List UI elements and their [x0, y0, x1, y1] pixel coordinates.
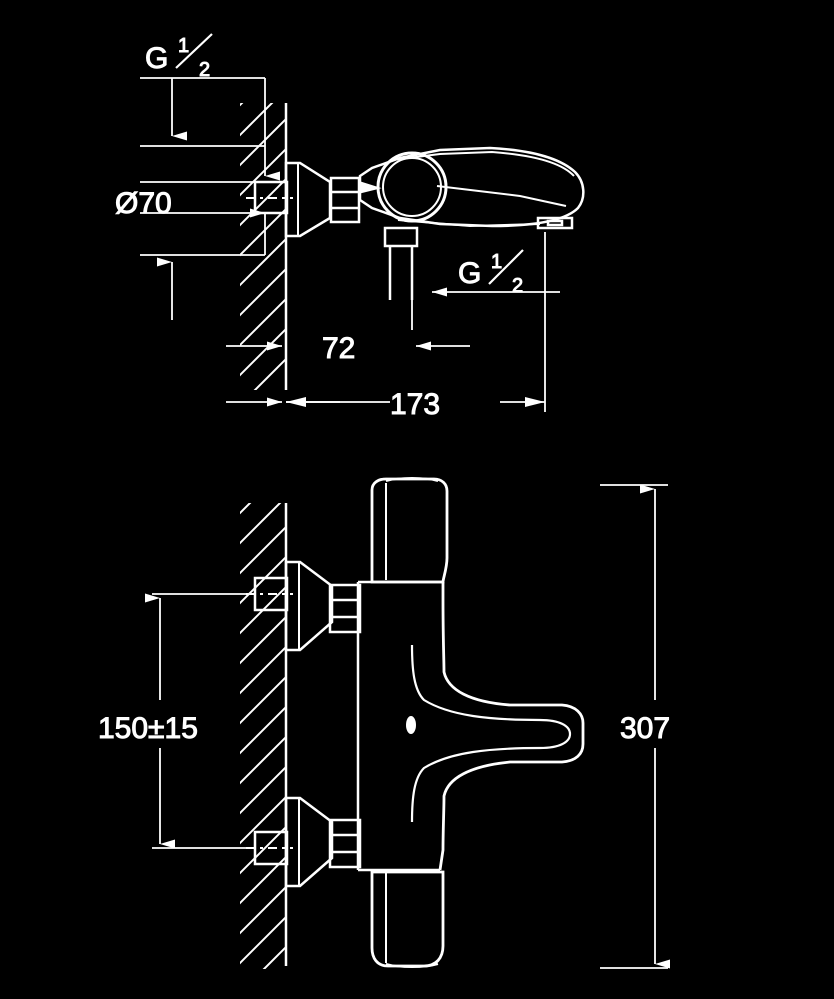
temperature-handle-inner-top	[382, 157, 442, 217]
hex-nut-upper-front	[328, 583, 362, 634]
escutcheon-cone-upper-front	[284, 560, 334, 652]
dim-label-g-half-inlet-g: G	[145, 42, 168, 75]
front-view-group: 150±15 307	[98, 477, 671, 969]
dimension-173	[226, 232, 546, 412]
dim-label-g-half-inlet-num: 1	[178, 35, 189, 57]
spout-taper-line-top	[436, 185, 567, 207]
flow-indicator-front	[406, 716, 416, 734]
dim-label-diameter-70: Ø70	[115, 187, 172, 220]
body-profile-right-front	[438, 582, 585, 871]
dim-label-173: 173	[390, 388, 440, 421]
dimension-307	[600, 484, 670, 969]
dim-label-72: 72	[322, 332, 355, 365]
body-profile-inner-front	[410, 644, 572, 823]
top-view-group: G 1 2 Ø70 G 1 2 72	[115, 33, 585, 422]
fraction-slash-inlet	[175, 33, 213, 69]
dimension-150	[145, 593, 250, 849]
temperature-handle-front	[370, 477, 449, 584]
dimension-72	[226, 246, 470, 380]
hex-nut-lower-front	[328, 818, 362, 869]
spout-lower-edge-top	[397, 219, 541, 228]
escutcheon-cone-lower-front	[284, 796, 334, 888]
dimension-g-half-inlet	[140, 77, 280, 320]
aerator-top	[536, 216, 574, 230]
handle-cap-top	[385, 477, 439, 482]
dim-label-307: 307	[620, 712, 670, 745]
dim-label-g-half-inlet-den: 2	[199, 59, 210, 81]
dim-label-g-half-outlet-den: 2	[512, 275, 523, 297]
handle-pointer-top	[361, 181, 382, 194]
dim-label-150: 150±15	[98, 712, 198, 745]
fraction-slash-outlet	[488, 249, 524, 285]
dim-label-g-half-outlet-g: G	[458, 257, 481, 290]
mixer-body-inner-edge-top	[391, 150, 575, 177]
handle-cap-bottom	[385, 963, 439, 968]
dim-label-g-half-outlet-num: 1	[491, 251, 502, 273]
